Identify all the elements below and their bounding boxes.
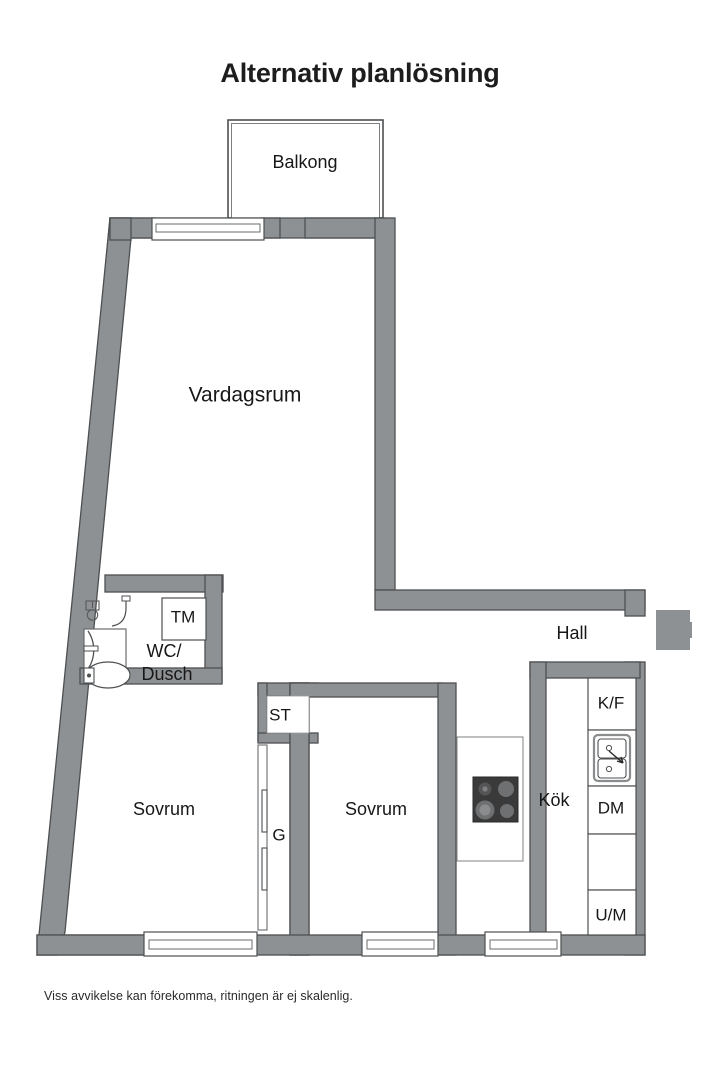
room-label-wc-line2: Dusch xyxy=(141,664,192,684)
appliance-label-dm: DM xyxy=(598,798,624,817)
window-kitchen xyxy=(484,931,562,957)
storage-closet-interior xyxy=(266,695,310,734)
window-living-room xyxy=(151,217,265,241)
washing-machine-box xyxy=(161,597,207,641)
stove-icon xyxy=(472,776,519,823)
balcony-outline xyxy=(227,119,384,219)
window-sovrum-middle xyxy=(361,931,439,957)
wall-corner-stubs xyxy=(109,217,132,241)
room-label-balkong: Balkong xyxy=(272,152,337,172)
room-label-kok: Kök xyxy=(538,790,570,810)
storage-label-st: ST xyxy=(269,705,291,724)
room-label-sovrum-left: Sovrum xyxy=(133,799,195,819)
room-label-sovrum-middle: Sovrum xyxy=(345,799,407,819)
room-label-hall: Hall xyxy=(556,623,587,643)
room-label-wc-line1: WC/ xyxy=(147,641,182,661)
room-label-vardagsrum: Vardagsrum xyxy=(189,384,302,407)
page-title: Alternativ planlösning xyxy=(220,58,500,88)
appliance-label-um: U/M xyxy=(595,905,626,924)
window-sovrum-left xyxy=(143,931,258,957)
wall-structure xyxy=(36,217,646,956)
appliance-label-tm: TM xyxy=(171,607,196,626)
disclaimer-note: Viss avvikelse kan förekomma, ritningen … xyxy=(44,989,353,1003)
washbasin-icon xyxy=(85,600,100,621)
wardrobe-doors xyxy=(257,744,268,931)
kitchen-sink-icon xyxy=(592,733,632,783)
entrance-arrow-icon xyxy=(656,610,692,650)
appliance-label-kf: K/F xyxy=(598,693,624,712)
storage-label-g: G xyxy=(272,825,285,844)
toilet-icon xyxy=(83,661,131,689)
